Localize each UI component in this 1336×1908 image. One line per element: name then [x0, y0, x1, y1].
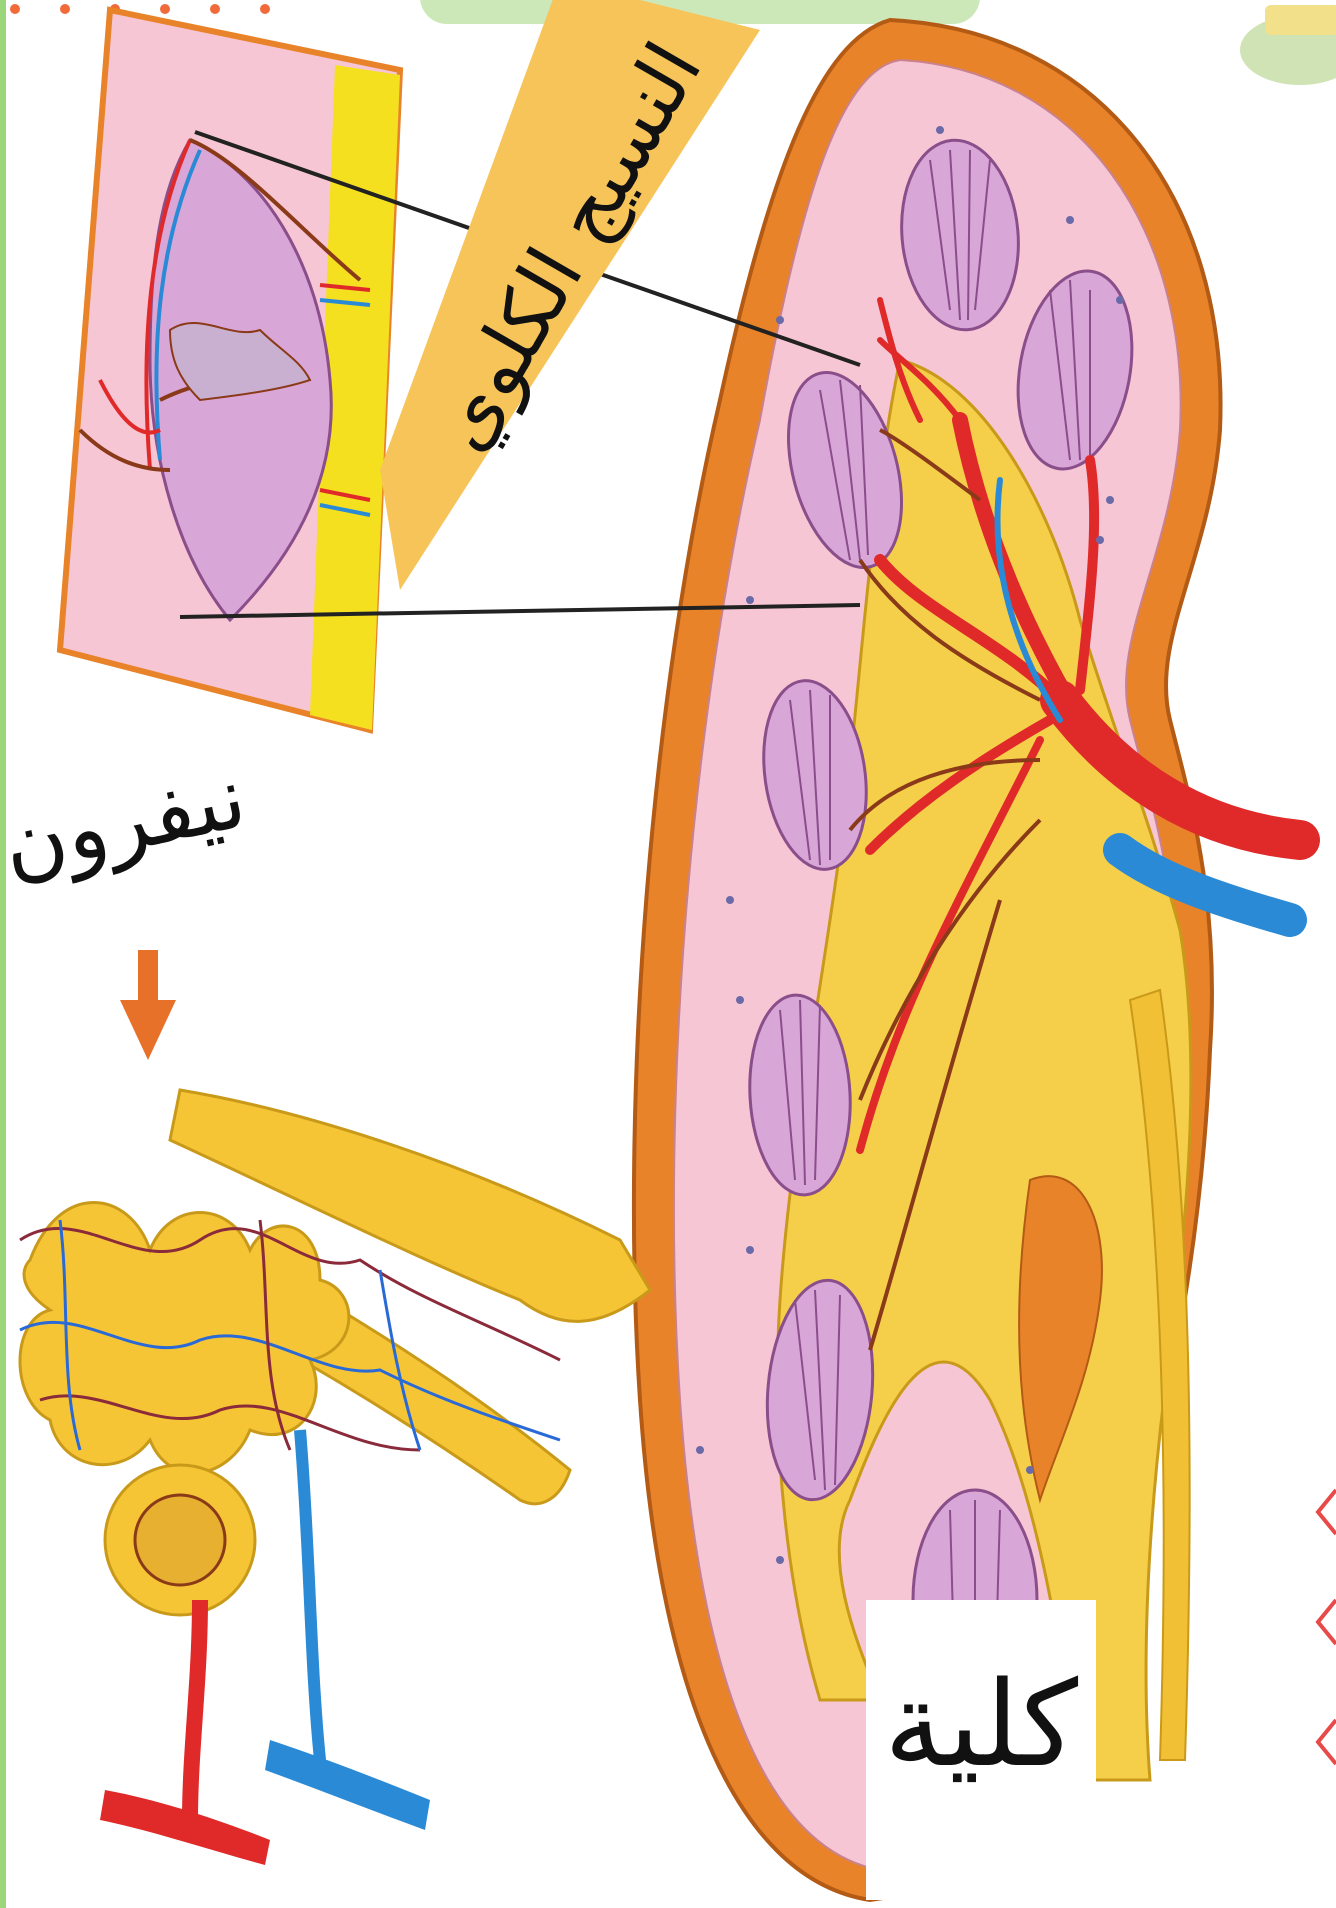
down-arrow-icon — [120, 950, 176, 1060]
nephron-vein-base — [265, 1740, 430, 1830]
kidney-label: كلية — [876, 1660, 1086, 1790]
glomerulus — [135, 1495, 225, 1585]
edge-chevron-icons — [1318, 1490, 1336, 1764]
nephron-artery — [190, 1600, 200, 1820]
nephron-vein — [300, 1430, 320, 1760]
nephron-label: نيفرون — [0, 747, 254, 896]
nephron-illustration — [20, 1090, 650, 1865]
logo-decoration — [1240, 5, 1336, 85]
